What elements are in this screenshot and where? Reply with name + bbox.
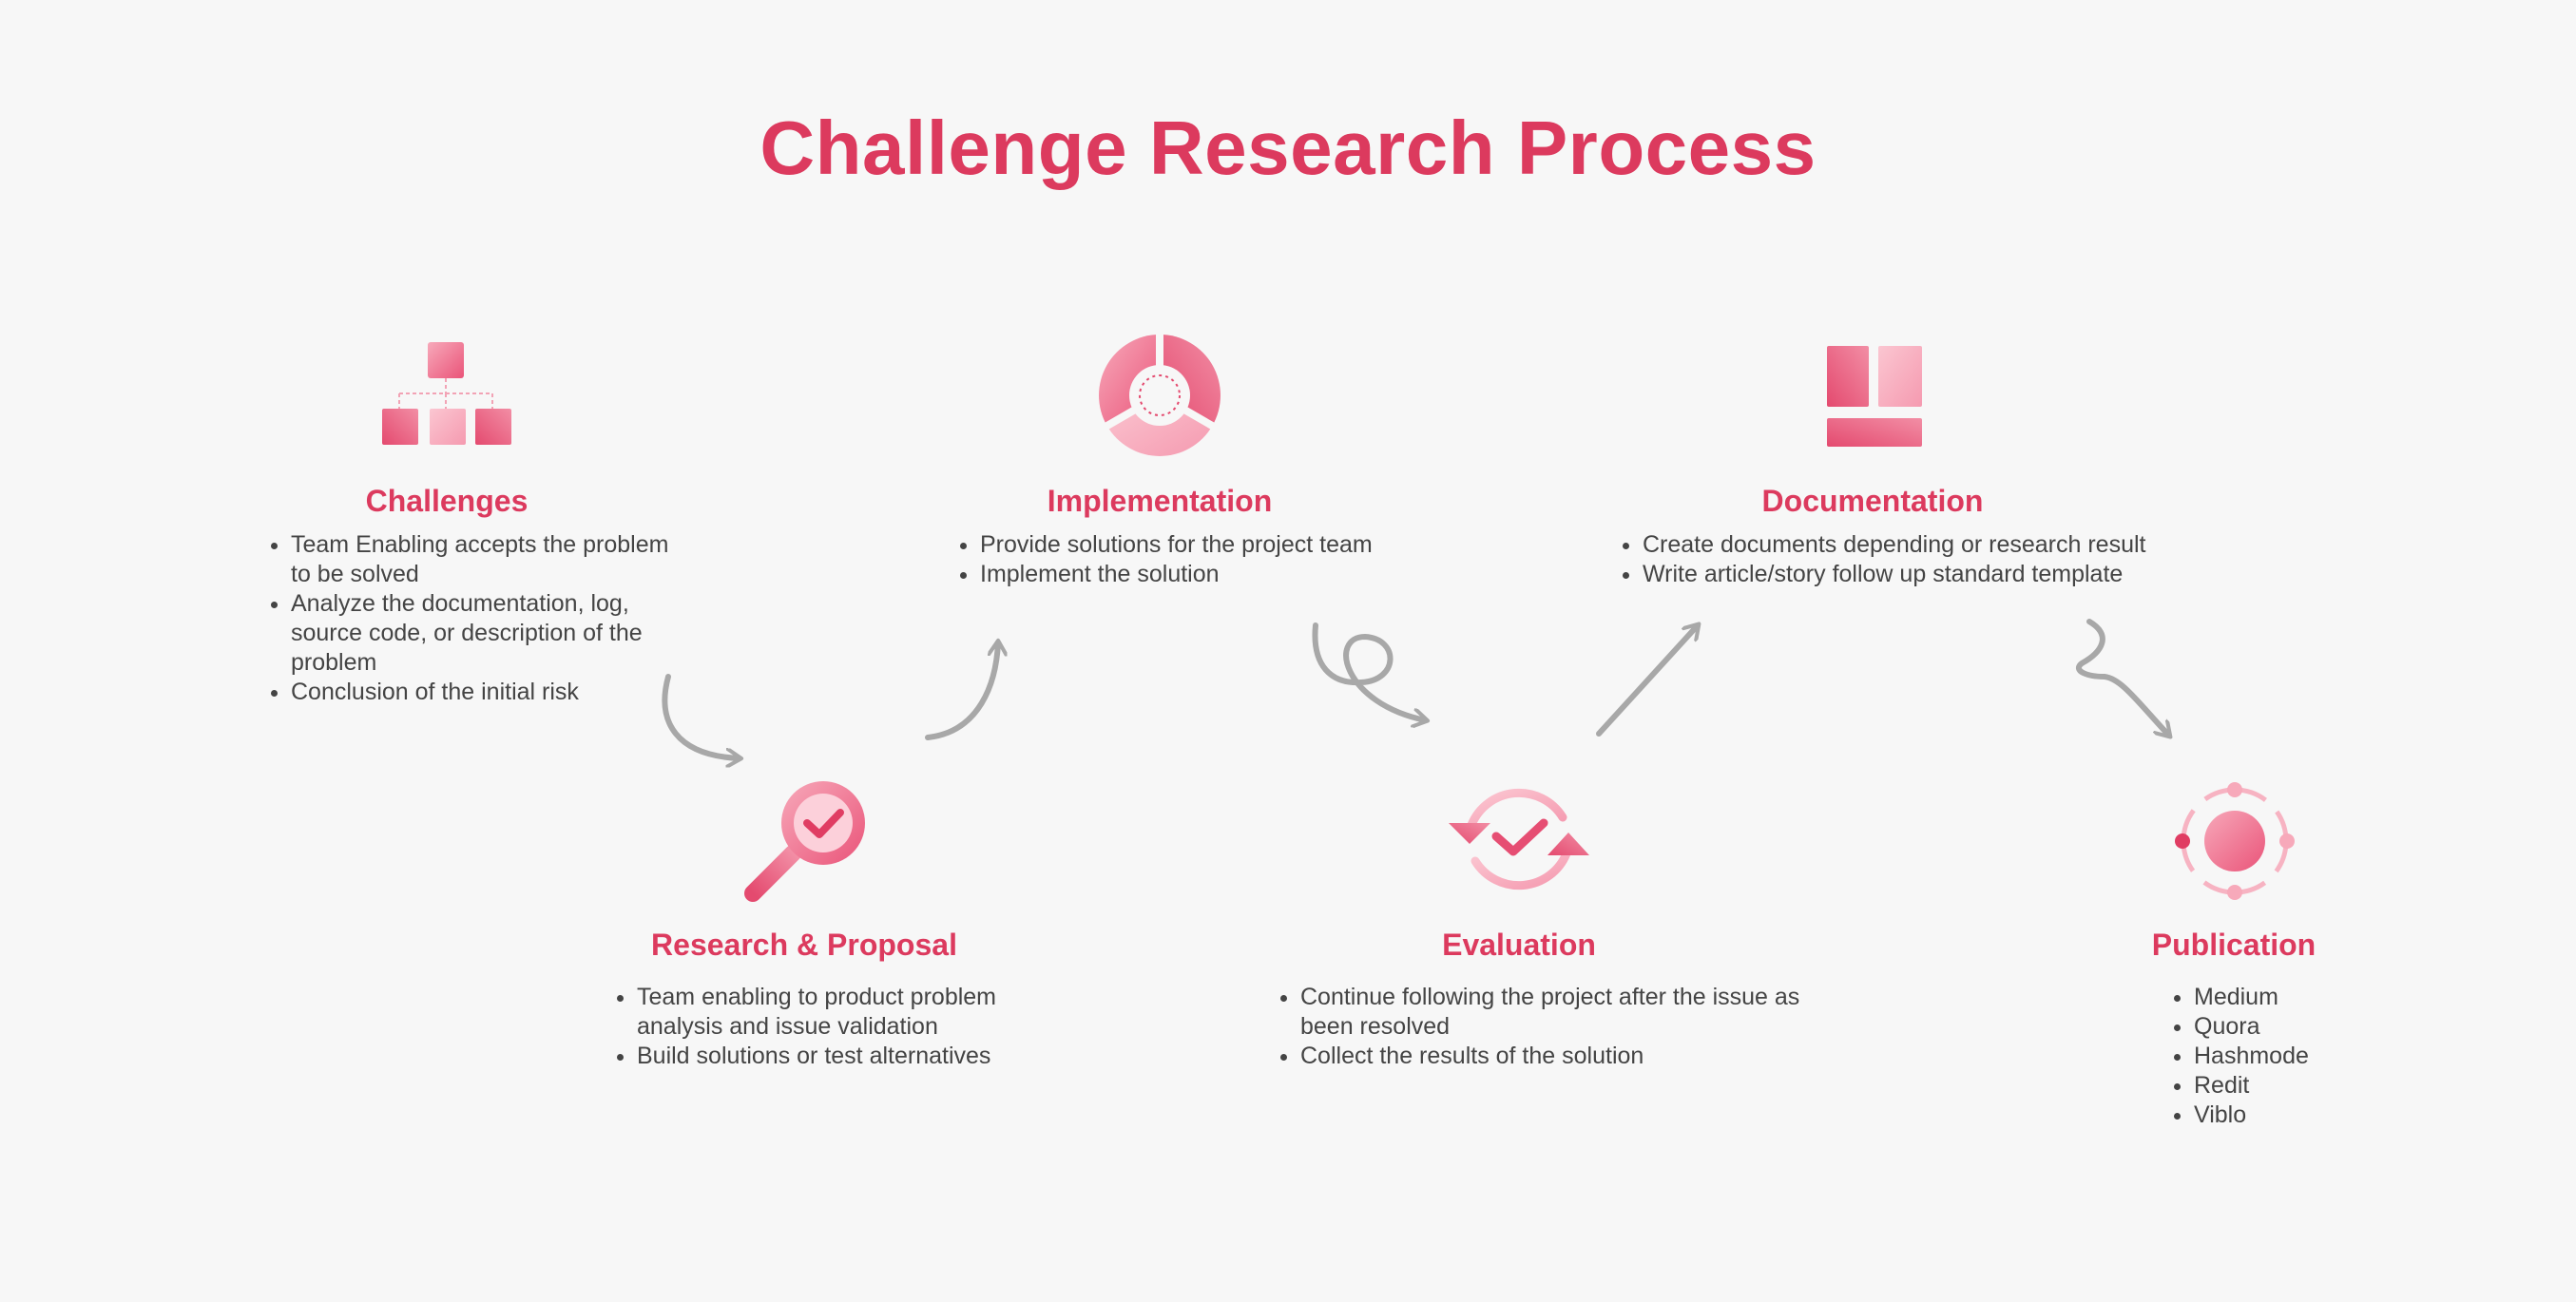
- refresh-check-icon: [1449, 788, 1589, 890]
- list-item: Write article/story follow up standard t…: [1643, 560, 2232, 589]
- step-title-evaluation: Evaluation: [1442, 928, 1596, 962]
- arrow-documentation-to-publication: [2076, 619, 2169, 736]
- list-item: Implement the solution: [980, 560, 1474, 589]
- list-item: Hashmode: [2194, 1042, 2441, 1071]
- step-title-challenges: Challenges: [365, 484, 529, 518]
- list-item: Build solutions or test alternatives: [637, 1042, 1074, 1071]
- arrow-implementation-to-evaluation: [1312, 622, 1426, 720]
- org-chart-icon: [382, 342, 511, 445]
- list-item: Team enabling to product problem analysi…: [637, 983, 1074, 1042]
- list-item: Provide solutions for the project team: [980, 530, 1474, 560]
- page-title: Challenge Research Process: [759, 105, 1817, 190]
- list-item: Redit: [2194, 1071, 2441, 1101]
- step-title-research: Research & Proposal: [651, 928, 957, 962]
- step-list-research: Team enabling to product problem analysi…: [605, 983, 1074, 1071]
- list-item: Analyze the documentation, log, source c…: [291, 589, 671, 678]
- orbit-icon: [2175, 782, 2295, 900]
- list-item: Create documents depending or research r…: [1643, 530, 2232, 560]
- list-item: Team Enabling accepts the problem to be …: [291, 530, 671, 589]
- layout-blocks-icon: [1827, 346, 1922, 447]
- list-item: Quora: [2194, 1012, 2441, 1042]
- step-list-evaluation: Continue following the project after the…: [1268, 983, 1833, 1071]
- step-title-publication: Publication: [2151, 928, 2316, 962]
- arrow-challenges-to-research: [662, 674, 740, 758]
- donut-icon: [1099, 335, 1221, 456]
- arrow-evaluation-to-documentation: [1596, 625, 1698, 737]
- list-item: Viblo: [2194, 1101, 2441, 1130]
- list-item: Continue following the project after the…: [1300, 983, 1833, 1042]
- step-list-implementation: Provide solutions for the project team I…: [948, 530, 1474, 589]
- list-item: Medium: [2194, 983, 2441, 1012]
- step-title-implementation: Implementation: [1047, 484, 1273, 518]
- arrow-research-to-implementation: [925, 642, 998, 740]
- step-title-documentation: Documentation: [1761, 484, 1984, 518]
- magnifier-check-icon: [744, 781, 865, 902]
- list-item: Collect the results of the solution: [1300, 1042, 1833, 1071]
- step-list-publication: Medium Quora Hashmode Redit Viblo: [2162, 983, 2441, 1130]
- step-list-challenges: Team Enabling accepts the problem to be …: [259, 530, 671, 707]
- step-list-documentation: Create documents depending or research r…: [1610, 530, 2232, 589]
- list-item: Conclusion of the initial risk: [291, 678, 671, 707]
